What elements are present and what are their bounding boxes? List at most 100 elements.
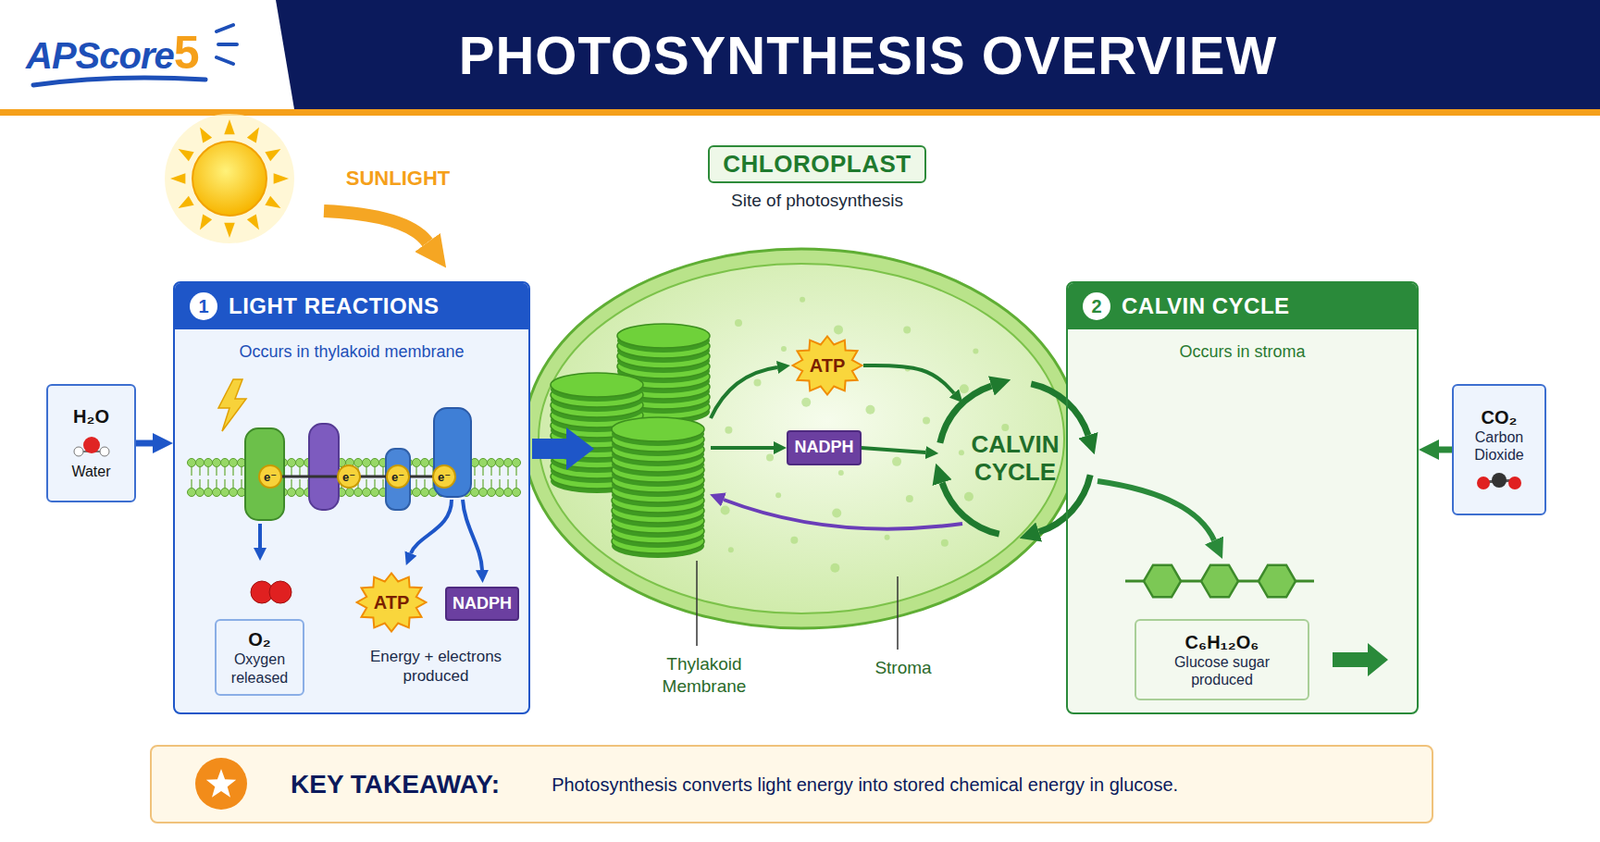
logo-text: APScore: [25, 35, 174, 77]
oxygen-molecule: [250, 581, 292, 604]
lipid-bilayer: [490, 479, 493, 488]
lipid-bilayer: [240, 479, 243, 488]
lipid-bilayer: [482, 467, 484, 476]
lipid-bilayer: [196, 458, 205, 468]
lipid-bilayer: [362, 458, 372, 468]
panel-fill: [173, 281, 531, 715]
product-box: O₂Oxygen released: [214, 619, 305, 696]
part-label: Stroma: [874, 657, 931, 679]
stroma-speckle: [905, 495, 914, 503]
stroma-speckle: [964, 492, 974, 502]
atp-starburst: ATP: [355, 571, 428, 633]
thylakoid-membrane: [187, 379, 521, 604]
lipid-bilayer: [362, 488, 372, 497]
lipid-bilayer: [479, 458, 488, 468]
leader-line: [896, 576, 899, 650]
lipid-bilayer: [207, 479, 210, 488]
node-text: Site of photosynthesis: [731, 190, 904, 212]
return-arrow: [723, 499, 963, 530]
input-arrow: [532, 427, 595, 471]
lipid-bilayer: [473, 479, 476, 488]
lipid-bilayer: [515, 479, 518, 488]
sun-ray: [178, 148, 195, 162]
node-text: Carbon Dioxide: [1462, 428, 1537, 464]
lipid-bilayer: [221, 458, 230, 468]
callout-number: 1: [189, 292, 218, 321]
photosystem: [245, 428, 285, 521]
sun-ray: [273, 173, 289, 184]
lipid-bilayer: [487, 458, 497, 468]
node-text: LIGHT REACTIONS: [228, 283, 440, 330]
sun-ray: [223, 119, 235, 135]
lipid-bilayer: [512, 488, 521, 497]
node-heading: CO₂: [1481, 406, 1518, 429]
chloroplast-outline: [523, 248, 1080, 629]
stroma-speckle: [833, 324, 844, 335]
protein-complex: [385, 448, 410, 510]
electron-dot: [259, 465, 456, 488]
lipid-bilayer: [479, 488, 488, 497]
lipid-bilayer: [187, 488, 197, 497]
stroma-speckle: [922, 416, 931, 424]
water-molecule: [99, 446, 110, 457]
starburst-shape: [357, 573, 427, 633]
sunlight-arrow: [323, 210, 428, 243]
lipid-bilayer: [382, 479, 385, 488]
lipid-bilayer: [373, 479, 376, 488]
stroma-speckle: [884, 534, 891, 541]
lipid-bilayer: [487, 488, 497, 497]
part-label: Thylakoid Membrane: [639, 653, 769, 698]
stroma-speckle: [790, 536, 798, 545]
lipid-bilayer: [298, 479, 301, 488]
cycle-ring: CALVIN CYCLE: [938, 382, 1092, 536]
oxygen-arrow: [258, 523, 262, 548]
chloroplast-outline: [523, 248, 1080, 629]
lipid-bilayer: [212, 458, 222, 468]
granum-stack: [617, 323, 710, 348]
stroma-speckle: [1001, 423, 1009, 432]
stroma-speckle: [581, 297, 1009, 573]
glucose-molecule: [1201, 565, 1239, 598]
node-text: Water: [71, 462, 111, 481]
lipid-bilayer: [415, 479, 418, 488]
product-arrow: [462, 499, 483, 571]
sun-ray: [247, 127, 260, 144]
stroma-speckle: [801, 397, 811, 408]
stroma-speckle: [753, 379, 761, 387]
stroma-speckle: [959, 384, 969, 394]
lipid-bilayer: [215, 479, 218, 488]
glucose-molecule: [1258, 565, 1296, 598]
panel-fill: [1066, 281, 1419, 715]
electron-dot: [433, 465, 456, 488]
lipid-bilayer: [204, 458, 213, 468]
node-text: CALVIN CYCLE: [1121, 283, 1290, 330]
lipid-bilayer: [290, 467, 293, 476]
lipid-bilayer: [504, 488, 513, 497]
stroma-speckle: [903, 326, 911, 335]
sun-ray: [170, 173, 186, 184]
stroma-speckle: [830, 563, 840, 573]
page-title: PHOTOSYNTHESIS OVERVIEW: [294, 0, 1442, 110]
sun-icon: [192, 141, 267, 216]
star-icon: [195, 757, 248, 810]
panel-fill: [173, 281, 1419, 715]
node-text: Photosynthesis converts light energy int…: [551, 773, 1179, 796]
lipid-bilayer: [507, 467, 509, 476]
logo: APScore5: [25, 25, 200, 80]
sun-icon: [164, 113, 295, 244]
lipid-bilayer: [412, 488, 422, 497]
lipid-bilayer: [354, 488, 363, 497]
oxygen-molecule: [269, 581, 292, 604]
product-note: Energy + electrons produced: [357, 646, 515, 687]
lipid-bilayer: [287, 458, 297, 468]
node-heading: KEY TAKEAWAY:: [290, 768, 500, 801]
lipid-bilayer: [371, 458, 380, 468]
stroma-speckle: [972, 348, 979, 355]
nadph-box: NADPH: [445, 586, 520, 622]
lipid-bilayer: [287, 488, 297, 497]
output-arrow: [1332, 643, 1389, 677]
sun-ray: [178, 196, 195, 209]
lipid-bilayer: [198, 467, 201, 476]
electron-dot: [337, 465, 360, 488]
